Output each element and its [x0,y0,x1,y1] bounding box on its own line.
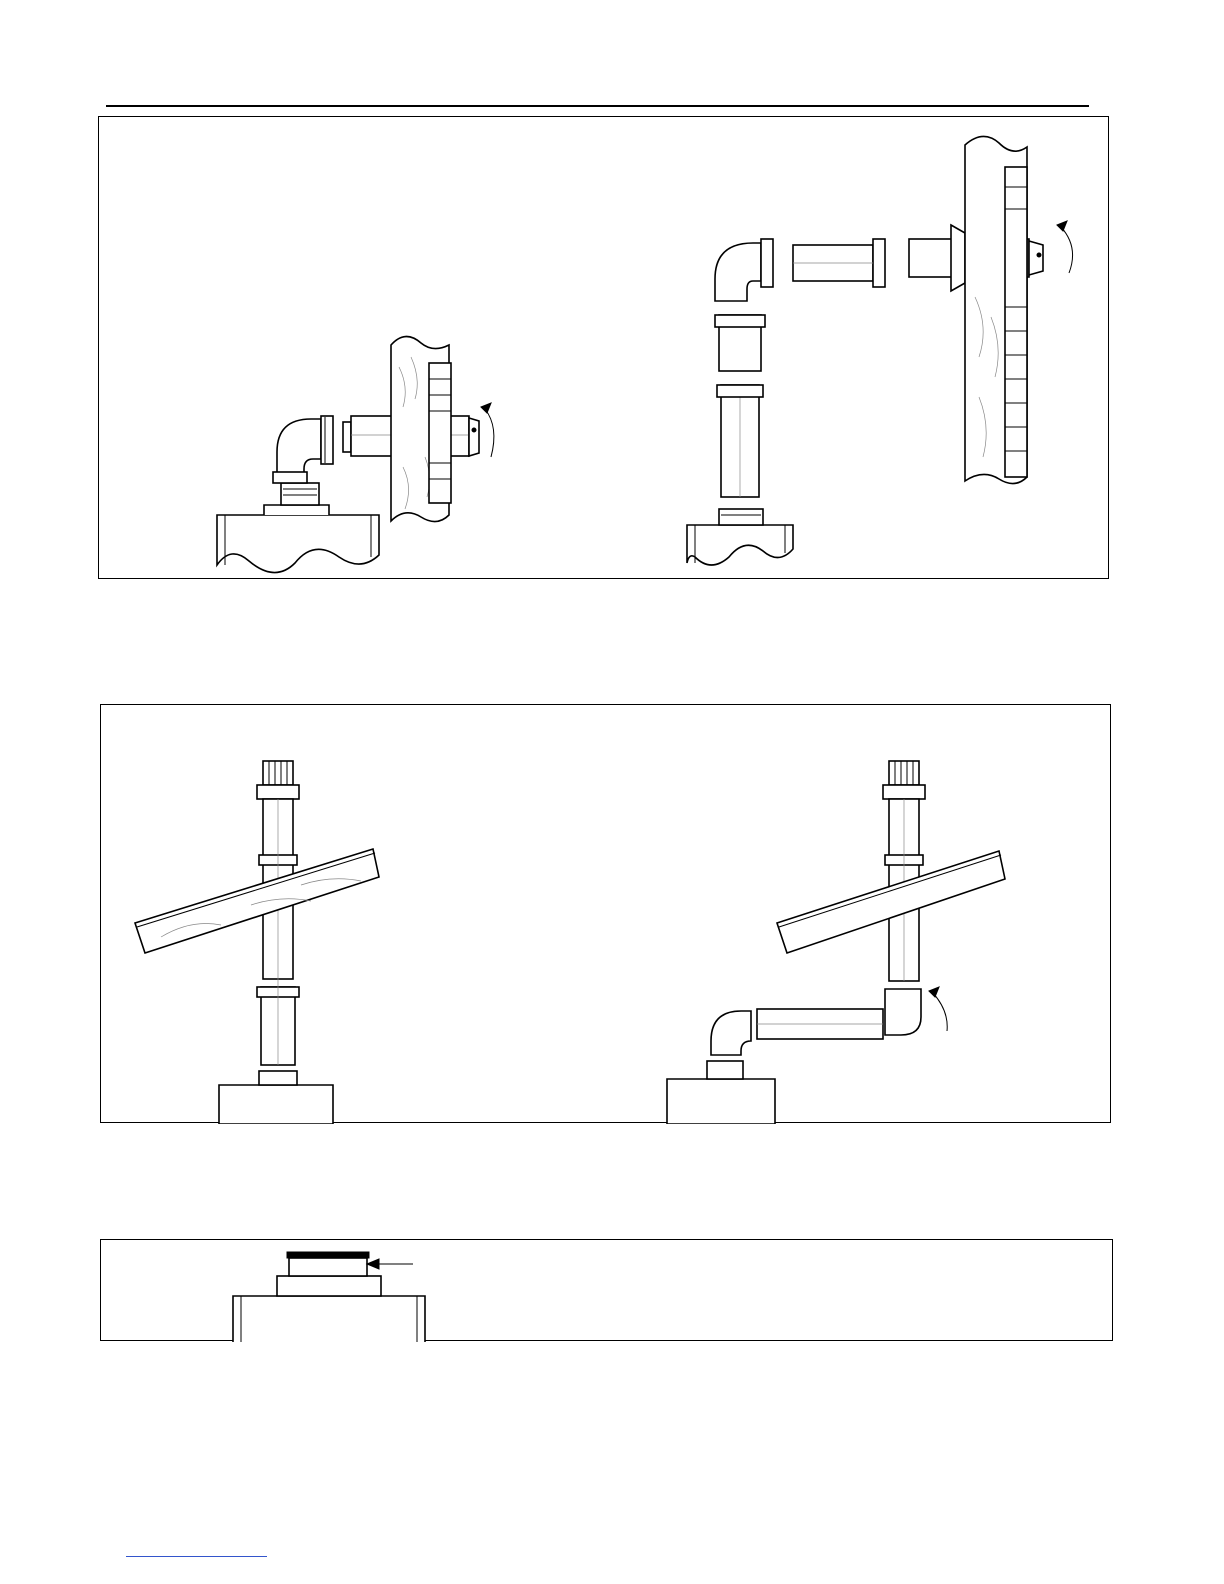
roof-cap-right [883,761,925,799]
vertical-pipe-upper [715,315,765,371]
boiler-body-right-2 [667,1061,775,1124]
elbow-left [273,416,333,483]
boiler-top-adaptor [233,1252,425,1342]
boiler-body-left [217,483,379,573]
figure-flue-adaptor-seal [100,1239,1113,1341]
vertical-pipe-lower [717,385,763,497]
header-rule [106,105,1089,107]
vertical-flue-left [257,799,299,1065]
offset-assembly-right [711,989,921,1055]
extension-pipe-right [793,239,885,287]
rotate-arrow-offset [929,987,947,1031]
boiler-body-left-2 [219,1071,333,1124]
roof-left [135,849,379,953]
rotate-arrow-left [481,403,494,457]
rotate-arrow-right [1057,221,1073,273]
boiler-body-right [687,509,793,565]
figure-vertical-roof-termination [100,704,1111,1123]
footer-link-underline[interactable] [126,1556,267,1557]
seal-pointer-arrow [367,1259,413,1269]
figure-horizontal-wall-termination [98,116,1109,579]
roof-cap-left [257,761,299,799]
wall-right [965,136,1027,483]
elbow-right [715,239,773,301]
wall-left [391,336,451,521]
